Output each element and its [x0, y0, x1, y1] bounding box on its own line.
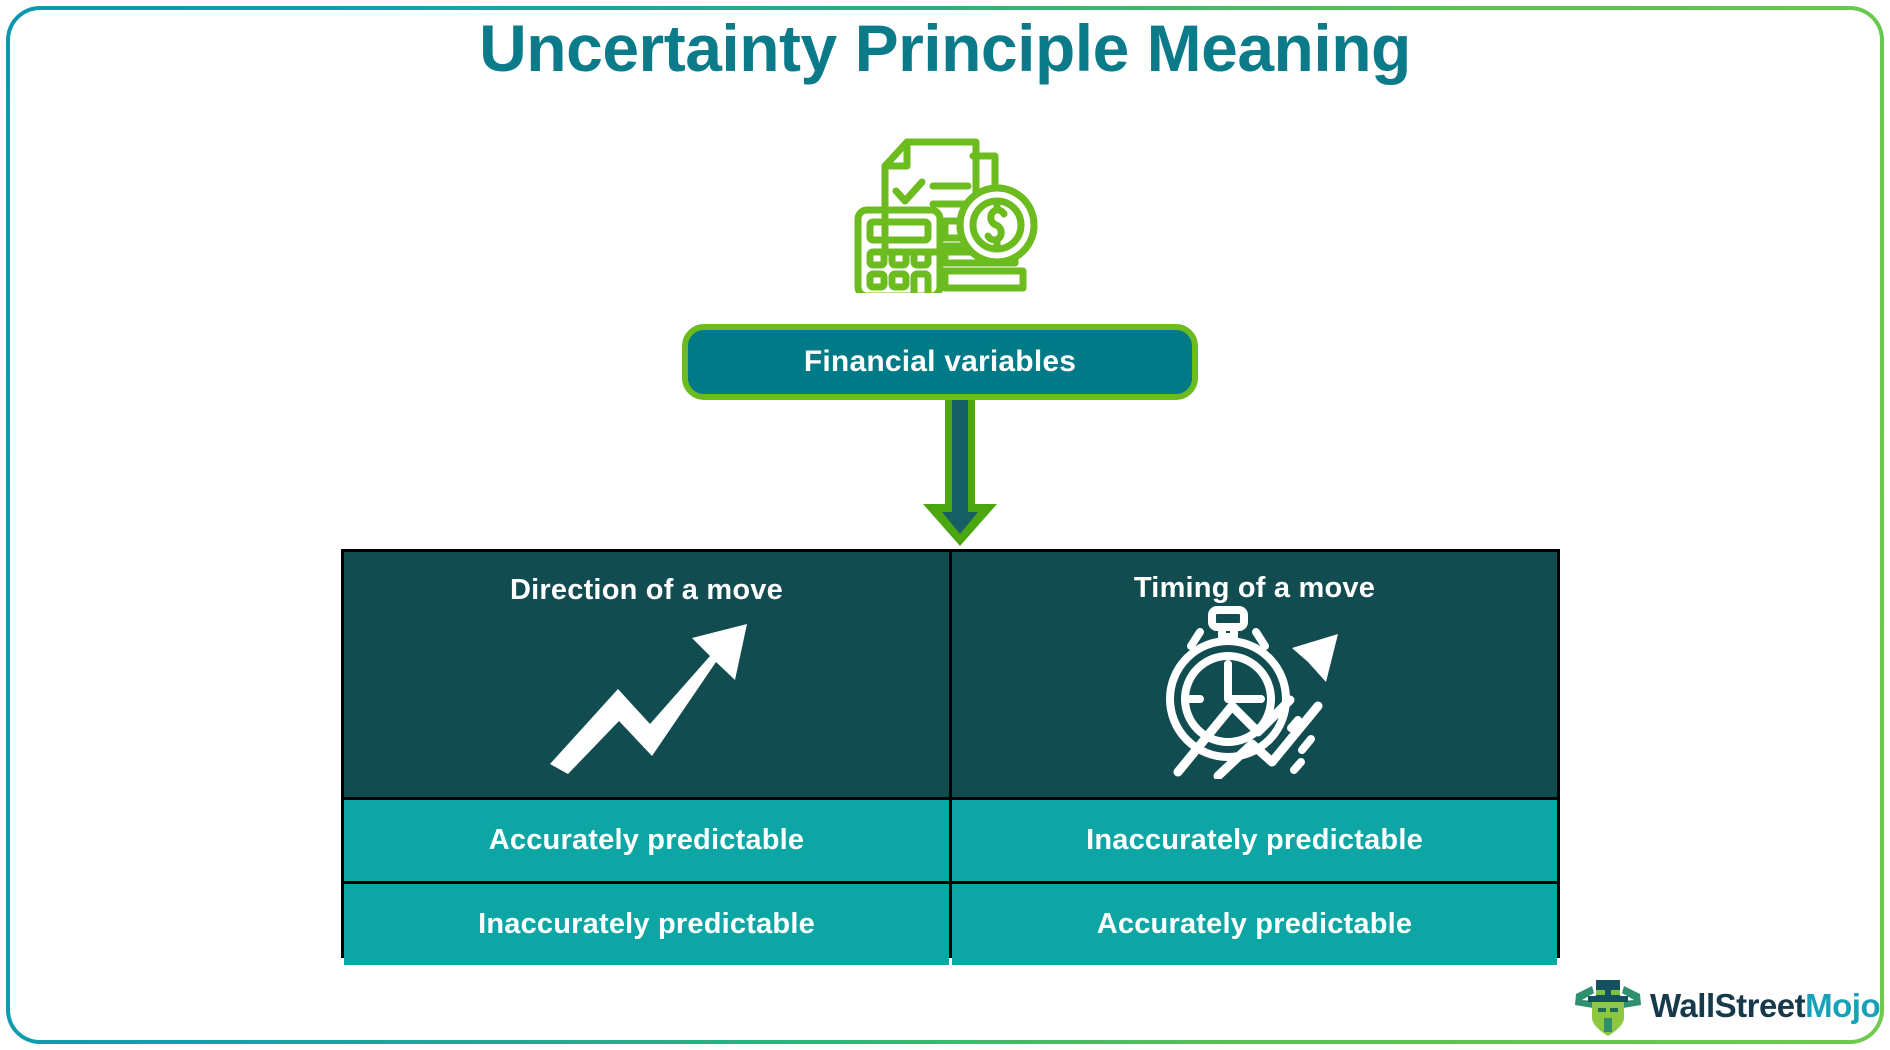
table-header-label: Direction of a move — [510, 574, 783, 606]
table-cell-timing-row1: Inaccurately predictable — [952, 800, 1557, 881]
table-header-timing: Timing of a move — [952, 552, 1557, 797]
down-arrow-connector-icon — [912, 400, 1008, 548]
logo-wordmark: WallStreetMojo — [1650, 987, 1881, 1025]
table-header-direction: Direction of a move — [344, 552, 949, 797]
table-cell-timing-row2: Accurately predictable — [952, 884, 1557, 965]
logo-text-secondary: Mojo — [1805, 987, 1881, 1024]
logo-text-primary: WallStreet — [1650, 987, 1806, 1024]
wallstreetmojo-logo[interactable]: WallStreetMojo — [1572, 975, 1881, 1037]
table-cell-direction-row1: Accurately predictable — [344, 800, 949, 881]
table-cell-label: Accurately predictable — [488, 824, 805, 856]
table-cell-label: Inaccurately predictable — [478, 908, 815, 940]
financial-variables-label: Financial variables — [803, 345, 1077, 378]
table-cell-label: Inaccurately predictable — [1086, 824, 1423, 856]
comparison-table: Direction of a move Timing of a move — [341, 549, 1560, 965]
page-title: Uncertainty Principle Meaning — [479, 11, 1411, 85]
table-cell-label: Accurately predictable — [1096, 908, 1413, 940]
stopwatch-trend-arrow-icon — [1160, 604, 1350, 781]
financial-variables-node[interactable]: Financial variables — [682, 324, 1198, 400]
finance-document-calculator-coins-icon — [845, 128, 1045, 302]
upward-trend-arrow-icon — [542, 614, 752, 774]
bull-with-top-hat-icon — [1572, 976, 1644, 1036]
table-cell-direction-row2: Inaccurately predictable — [344, 884, 949, 965]
table-header-label: Timing of a move — [1133, 572, 1376, 604]
